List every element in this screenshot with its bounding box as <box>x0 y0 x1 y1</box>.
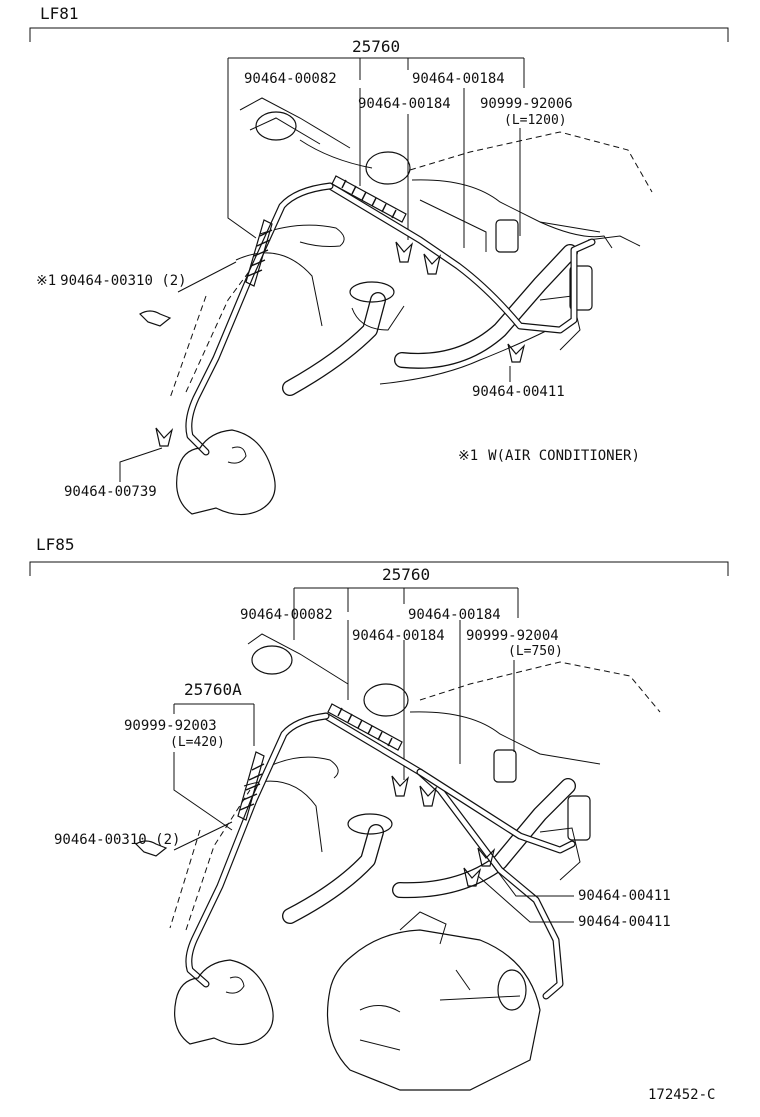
label-90999-92003-lf85: 90999-92003 <box>124 718 217 734</box>
label-90464-00739-lf81: 90464-00739 <box>64 484 157 500</box>
vacuum-pipe-lf85 <box>185 712 576 1000</box>
section-bracket-lf81 <box>29 27 729 42</box>
section-bracket-lf85 <box>29 561 729 576</box>
label-90999-92006-lf81: 90999-92006 <box>480 96 573 112</box>
diagram-reference-id: 172452-C <box>648 1087 715 1103</box>
label-90999-92004-lf85: 90999-92004 <box>466 628 559 644</box>
label-25760a-lf85: 25760A <box>184 680 242 699</box>
label-90464-00184-top-lf81: 90464-00184 <box>412 71 505 87</box>
label-90464-00411-lf81: 90464-00411 <box>472 384 565 400</box>
hose-sleeve-lf81 <box>245 175 407 287</box>
section-lf81: LF81 25760 90464-00082 90464-00184 90464… <box>29 4 729 516</box>
clip-icon <box>135 775 496 887</box>
section-title-lf85: LF85 <box>36 535 75 554</box>
label-90464-00184-lf81: 90464-00184 <box>358 96 451 112</box>
label-90464-00184-top-lf85: 90464-00184 <box>408 607 501 623</box>
section-lf85: LF85 25760 90464-00082 90464-00184 90464… <box>29 535 729 1091</box>
label-90464-00184-lf85: 90464-00184 <box>352 628 445 644</box>
label-90464-00411-a-lf85: 90464-00411 <box>578 888 671 904</box>
label-25760-lf81: 25760 <box>352 37 400 56</box>
vacuum-pipe-lf81 <box>185 182 596 456</box>
label-90464-00310-lf85: 90464-00310 (2) <box>54 832 180 848</box>
label-hose-length-lf81: (L=1200) <box>504 113 567 128</box>
label-90464-00082-lf85: 90464-00082 <box>240 607 333 623</box>
label-hose2-length-lf85: (L=420) <box>170 735 225 750</box>
section-title-lf81: LF81 <box>40 4 79 23</box>
label-90464-00082-lf81: 90464-00082 <box>244 71 337 87</box>
label-25760-lf85: 25760 <box>382 565 430 584</box>
label-hose-length-lf85: (L=750) <box>508 644 563 659</box>
hose-sleeve-lf85 <box>237 703 403 821</box>
label-90464-00411-b-lf85: 90464-00411 <box>578 914 671 930</box>
clip-icon <box>139 241 526 447</box>
